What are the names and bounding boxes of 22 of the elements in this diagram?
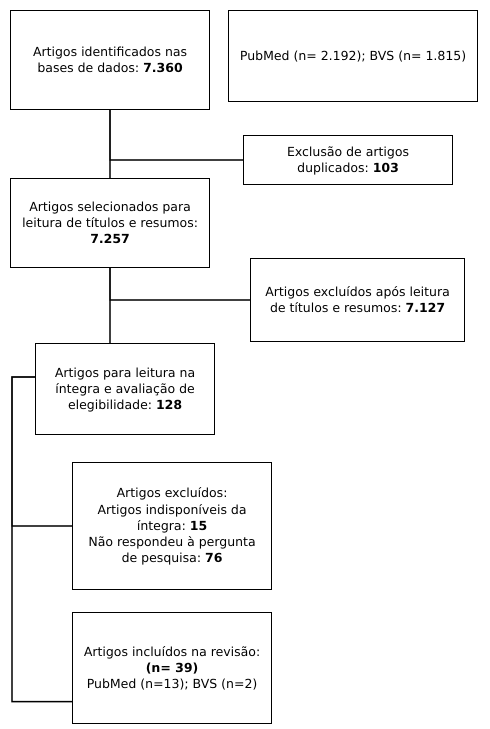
process-box <box>228 10 478 102</box>
connector-line <box>109 268 111 343</box>
box-text: Artigos incluídos na revisão: (n= 39) <box>82 644 262 676</box>
process-box <box>10 10 210 110</box>
box-text: Artigos para leitura na íntegra e avaliação de elegibilidade: 128 <box>54 364 196 414</box>
box-text: Artigos excluídos: <box>116 485 228 502</box>
process-box <box>72 462 272 590</box>
process-box <box>10 178 210 268</box>
box-text: Não respondeu à pergunta de pesquisa: 76 <box>87 534 257 567</box>
connector-line <box>109 110 111 178</box>
box-text: Exclusão de artigos duplicados: 103 <box>286 144 410 176</box>
box-text: Artigos selecionados para leitura de títulos e resumos: 7.257 <box>21 198 199 248</box>
process-box <box>35 343 215 435</box>
connector-line <box>11 376 72 702</box>
process-box <box>243 135 453 185</box>
process-box <box>72 612 272 724</box>
box-text: Artigos identificados nas bases de dados: 7.360 <box>32 44 188 76</box>
box-text: PubMed (n= 2.192); BVS (n= 1.815) <box>240 48 466 64</box>
box-text: Artigos indisponíveis da íntegra: 15 <box>96 502 248 534</box>
box-text: Artigos excluídos após leitura de títulos e resumos: 7.127 <box>264 284 451 316</box>
box-text: PubMed (n=13); BVS (n=2) <box>86 676 258 692</box>
process-box <box>250 258 465 342</box>
